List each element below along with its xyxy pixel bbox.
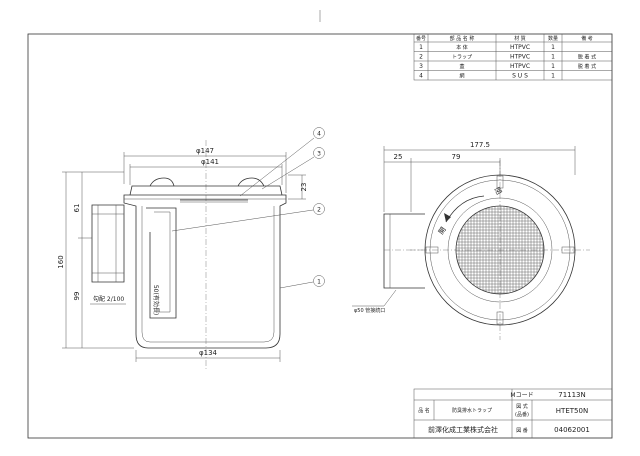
table-header-material: 材 質 [514, 35, 526, 42]
drawing-frame [27, 33, 613, 439]
plan-view: 開 閉 177.5 25 79 φ50 管接続口 [352, 141, 590, 340]
plan-pipe-label: φ50 管接続口 [354, 307, 385, 314]
slope-label: 勾配 2/100 [93, 295, 124, 303]
name-value: 防臭排水トラップ [452, 407, 492, 414]
lid-handle-right [237, 177, 265, 187]
company-name: 前澤化成工業株式会社 [428, 425, 498, 434]
plan-lid-ring [447, 197, 553, 303]
callout-leader-4 [239, 137, 315, 197]
plan-rim [429, 179, 571, 321]
callout-bubble-3 [313, 147, 325, 159]
trap-outline [146, 207, 177, 319]
name-label: 品 名 [418, 407, 430, 414]
pipe-length-label: 50(有効長) [152, 285, 160, 315]
parts-table: 番号 部 品 名 称 材 質 数量 備 考 1 本 体 HTPVC 1 2 トラ… [413, 33, 613, 81]
drawing-value: HTET50N [556, 407, 588, 415]
callout-bubble-2 [313, 203, 325, 215]
callout-1: 1 [317, 278, 321, 285]
table-row-no: 2 [419, 54, 423, 61]
drawing-label-2: (品番) [515, 411, 529, 418]
table-row-material: HTPVC [510, 63, 530, 70]
lid-handle-left [149, 177, 175, 187]
table-row-qty: 1 [551, 63, 555, 70]
dim-lower: 99 [73, 292, 81, 301]
dim-upper: 61 [73, 204, 81, 213]
body-outline [123, 194, 287, 349]
dim-plan-middle: 79 [452, 153, 461, 161]
lid-label-open: 開 [437, 226, 448, 236]
lid-label-close: 閉 [493, 186, 503, 196]
dim-total-height: 160 [57, 255, 65, 268]
parts-table-border [413, 33, 613, 81]
body-inner-wall [141, 206, 275, 343]
rim-tab [496, 175, 504, 189]
callout-leader-2 [171, 209, 314, 232]
table-row-no: 4 [419, 73, 423, 80]
lid-outline [129, 185, 283, 196]
m-code-label: Mコード [510, 392, 533, 399]
callout-bubble-4 [313, 127, 325, 139]
table-row-material: HTPVC [510, 44, 530, 51]
rim-tab [561, 246, 575, 254]
dim-lid: 23 [300, 183, 308, 192]
callout-2: 2 [317, 206, 321, 213]
rim-tab [425, 246, 439, 254]
table-row-material: HTPVC [510, 54, 530, 61]
table-row-qty: 1 [551, 44, 555, 51]
callout-leader-1 [279, 281, 314, 289]
title-block: Mコード 71113N 品 名 防臭排水トラップ 図 式 (品番) HTET50… [413, 388, 613, 439]
outlet-pipe [91, 204, 125, 283]
table-row-name: トラップ [452, 55, 472, 61]
rim-tab [496, 311, 504, 325]
rotation-arrow-head [444, 213, 451, 222]
table-row-name: 本 体 [456, 44, 468, 51]
plan-pipe-connector [383, 213, 425, 289]
m-code-value: 71113N [558, 391, 586, 399]
table-header-qty: 数量 [548, 35, 558, 42]
dim-plan-left: 25 [394, 153, 403, 161]
table-row-no: 1 [419, 44, 423, 51]
callout-4: 4 [317, 130, 321, 137]
drawing-label-1: 図 式 [516, 403, 528, 410]
table-header-name: 部 品 名 称 [450, 35, 475, 42]
table-row-qty: 1 [551, 54, 555, 61]
title-block-border [413, 388, 613, 439]
dim-top-outer: φ147 [196, 147, 214, 155]
callout-3: 3 [317, 150, 321, 157]
dim-bottom: φ134 [199, 349, 218, 357]
plan-mesh-grid [456, 206, 544, 294]
table-row-name: 網 [459, 73, 464, 80]
side-view: φ147 φ141 φ134 160 61 99 23 勾配 2/100 50(… [57, 127, 325, 370]
table-header-note: 備 考 [581, 35, 593, 42]
table-row-name: 蓋 [459, 63, 464, 70]
number-value: 04062001 [554, 426, 590, 434]
table-row-qty: 1 [551, 73, 555, 80]
table-header-no: 番号 [416, 35, 426, 42]
callout-leader-3 [261, 156, 315, 190]
dim-plan-total: 177.5 [470, 141, 490, 149]
table-row-material: S U S [512, 73, 528, 80]
number-label: 図 番 [516, 427, 528, 434]
table-row-no: 3 [419, 63, 423, 70]
table-row-note: 脱 着 式 [578, 54, 596, 61]
dim-top-inner: φ141 [201, 158, 219, 166]
callout-bubble-1 [313, 275, 325, 287]
table-row-note: 脱 着 式 [578, 63, 596, 70]
